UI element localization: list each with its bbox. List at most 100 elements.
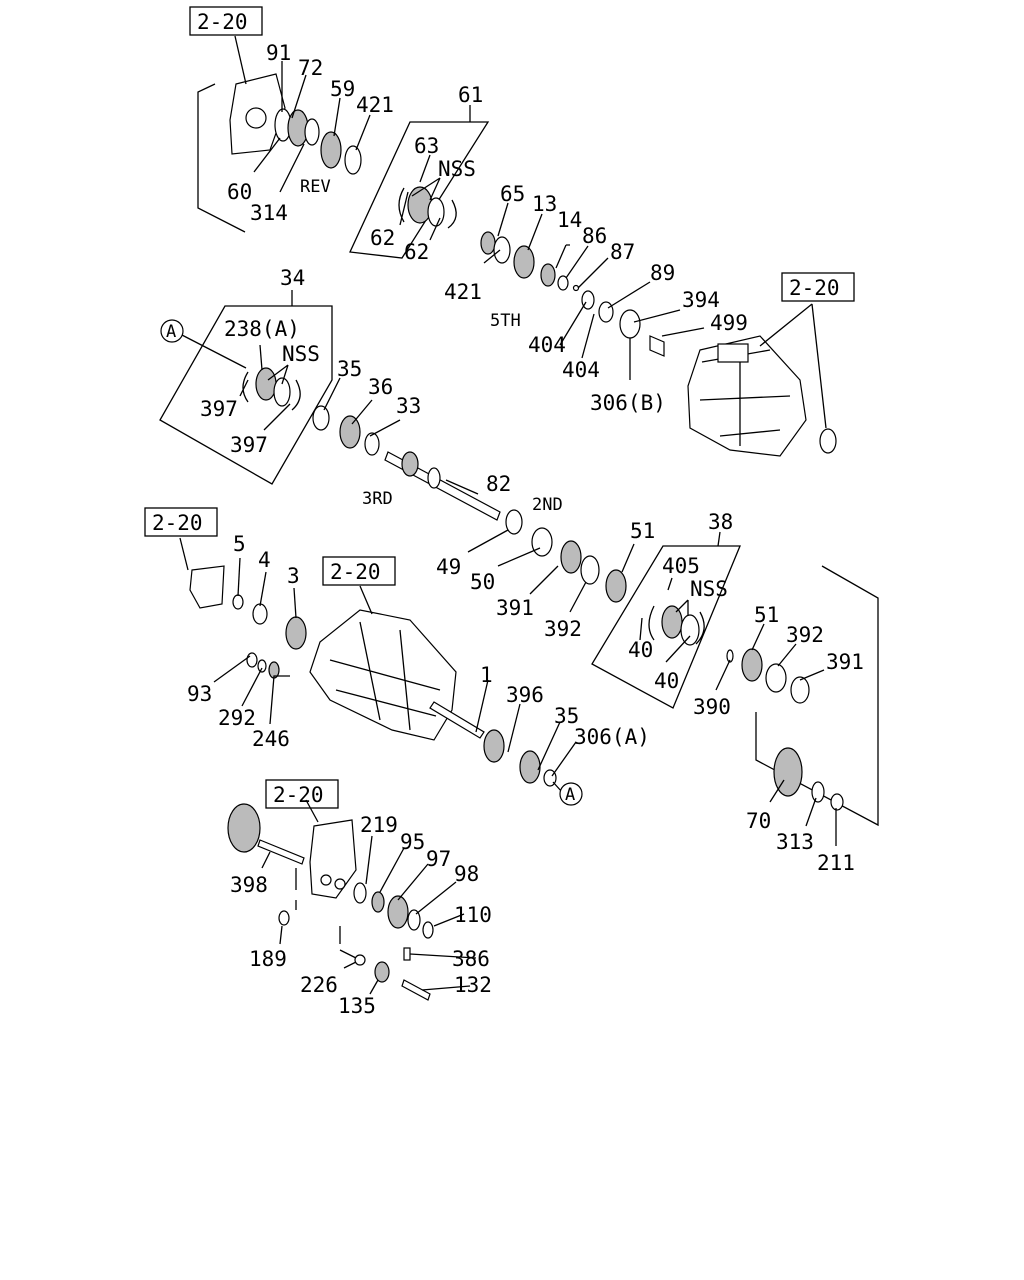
reverse-gear-59 (320, 131, 342, 169)
callout-404[interactable]: 404 (562, 358, 600, 382)
synchro-ring-421 (344, 145, 362, 175)
callout-246[interactable]: 246 (252, 727, 290, 751)
callout-63[interactable]: 63 (414, 134, 439, 158)
callout-87[interactable]: 87 (610, 240, 635, 264)
callout-397[interactable]: 397 (200, 397, 238, 421)
ref-label: 2-20 (789, 276, 840, 300)
callout-82[interactable]: 82 (486, 472, 511, 496)
callout-391[interactable]: 391 (496, 596, 534, 620)
callout-313[interactable]: 313 (776, 830, 814, 854)
callout-59[interactable]: 59 (330, 77, 355, 101)
callout-40[interactable]: 40 (654, 669, 679, 693)
ref-box-top-left[interactable]: 2-20 (189, 6, 263, 36)
callout-50[interactable]: 50 (470, 570, 495, 594)
callout-33[interactable]: 33 (396, 394, 421, 418)
callout-392[interactable]: 392 (544, 617, 582, 641)
callout-62[interactable]: 62 (370, 226, 395, 250)
ref-label: 2-20 (273, 783, 324, 807)
callout-219[interactable]: 219 (360, 813, 398, 837)
callout-40[interactable]: 40 (628, 638, 653, 662)
synchro-hub-38 (648, 605, 705, 646)
callout-110[interactable]: 110 (454, 903, 492, 927)
first-gear-set (726, 648, 810, 704)
callout-93[interactable]: 93 (187, 682, 212, 706)
callout-95[interactable]: 95 (400, 830, 425, 854)
callout-292[interactable]: 292 (218, 706, 256, 730)
callout-135[interactable]: 135 (338, 994, 376, 1018)
label-rev: REV (300, 177, 331, 197)
ref-label: 2-20 (330, 560, 381, 584)
label-nss: NSS (282, 342, 320, 366)
callout-189[interactable]: 189 (249, 947, 287, 971)
callout-97[interactable]: 97 (426, 847, 451, 871)
callout-238a[interactable]: 238(A) (224, 317, 300, 341)
input-shaft-1 (483, 729, 557, 787)
callout-60[interactable]: 60 (227, 180, 252, 204)
callout-421[interactable]: 421 (356, 93, 394, 117)
callout-51[interactable]: 51 (630, 519, 655, 543)
leader-lines (179, 35, 837, 995)
callout-65[interactable]: 65 (500, 182, 525, 206)
callout-51[interactable]: 51 (754, 603, 779, 627)
bracket-top-left (197, 83, 246, 233)
callout-70[interactable]: 70 (746, 809, 771, 833)
callout-386[interactable]: 386 (452, 947, 490, 971)
callout-49[interactable]: 49 (436, 555, 461, 579)
callout-13[interactable]: 13 (532, 192, 557, 216)
callout-397[interactable]: 397 (230, 433, 268, 457)
callout-91[interactable]: 91 (266, 41, 291, 65)
callout-211[interactable]: 211 (817, 851, 855, 875)
ref-box-mid-center[interactable]: 2-20 (322, 556, 396, 586)
callout-35[interactable]: 35 (337, 357, 362, 381)
ref-box-bottom[interactable]: 2-20 (265, 779, 339, 809)
marker-label: A (166, 322, 176, 342)
ref-label: 2-20 (197, 10, 248, 34)
label-2nd: 2ND (532, 495, 563, 515)
callout-394[interactable]: 394 (682, 288, 720, 312)
callout-86[interactable]: 86 (582, 224, 607, 248)
callout-61[interactable]: 61 (458, 83, 483, 107)
callout-3[interactable]: 3 (287, 564, 300, 588)
callout-4[interactable]: 4 (258, 548, 271, 572)
label-5th: 5TH (490, 311, 521, 331)
callout-306a[interactable]: 306(A) (574, 725, 650, 749)
callout-499[interactable]: 499 (710, 311, 748, 335)
circle-marker-a-top[interactable]: A (160, 319, 184, 343)
callout-36[interactable]: 36 (368, 375, 393, 399)
callout-89[interactable]: 89 (650, 261, 675, 285)
callout-392[interactable]: 392 (786, 623, 824, 647)
callout-35[interactable]: 35 (554, 704, 579, 728)
ref-label: 2-20 (152, 511, 203, 535)
callout-14[interactable]: 14 (557, 208, 582, 232)
callout-421[interactable]: 421 (444, 280, 482, 304)
callout-314[interactable]: 314 (250, 201, 288, 225)
counter-gear-70 (773, 747, 844, 811)
callout-98[interactable]: 98 (454, 862, 479, 886)
circle-marker-a-bottom[interactable]: A (559, 782, 583, 806)
ref-box-mid-left[interactable]: 2-20 (144, 507, 218, 537)
callout-72[interactable]: 72 (298, 56, 323, 80)
callout-132[interactable]: 132 (454, 973, 492, 997)
synchro-hub-34 (242, 367, 301, 411)
callout-390[interactable]: 390 (693, 695, 731, 719)
callout-1[interactable]: 1 (480, 663, 493, 687)
label-nss: NSS (690, 577, 728, 601)
synchro-hub-61 (398, 186, 457, 229)
callout-306b[interactable]: 306(B) (590, 391, 666, 415)
callout-38[interactable]: 38 (708, 510, 733, 534)
ref-box-top-right[interactable]: 2-20 (781, 272, 855, 302)
callout-226[interactable]: 226 (300, 973, 338, 997)
label-nss: NSS (438, 157, 476, 181)
callout-405[interactable]: 405 (662, 554, 700, 578)
callout-391[interactable]: 391 (826, 650, 864, 674)
callout-5[interactable]: 5 (233, 532, 246, 556)
callout-396[interactable]: 396 (506, 683, 544, 707)
reverse-idler-gear (274, 108, 320, 147)
callout-398[interactable]: 398 (230, 873, 268, 897)
callout-62[interactable]: 62 (404, 240, 429, 264)
fifth-gear-cluster (480, 231, 580, 292)
pump-drive-set (278, 882, 434, 1001)
group-box-34 (159, 305, 333, 485)
callout-404[interactable]: 404 (528, 333, 566, 357)
callout-34[interactable]: 34 (280, 266, 305, 290)
